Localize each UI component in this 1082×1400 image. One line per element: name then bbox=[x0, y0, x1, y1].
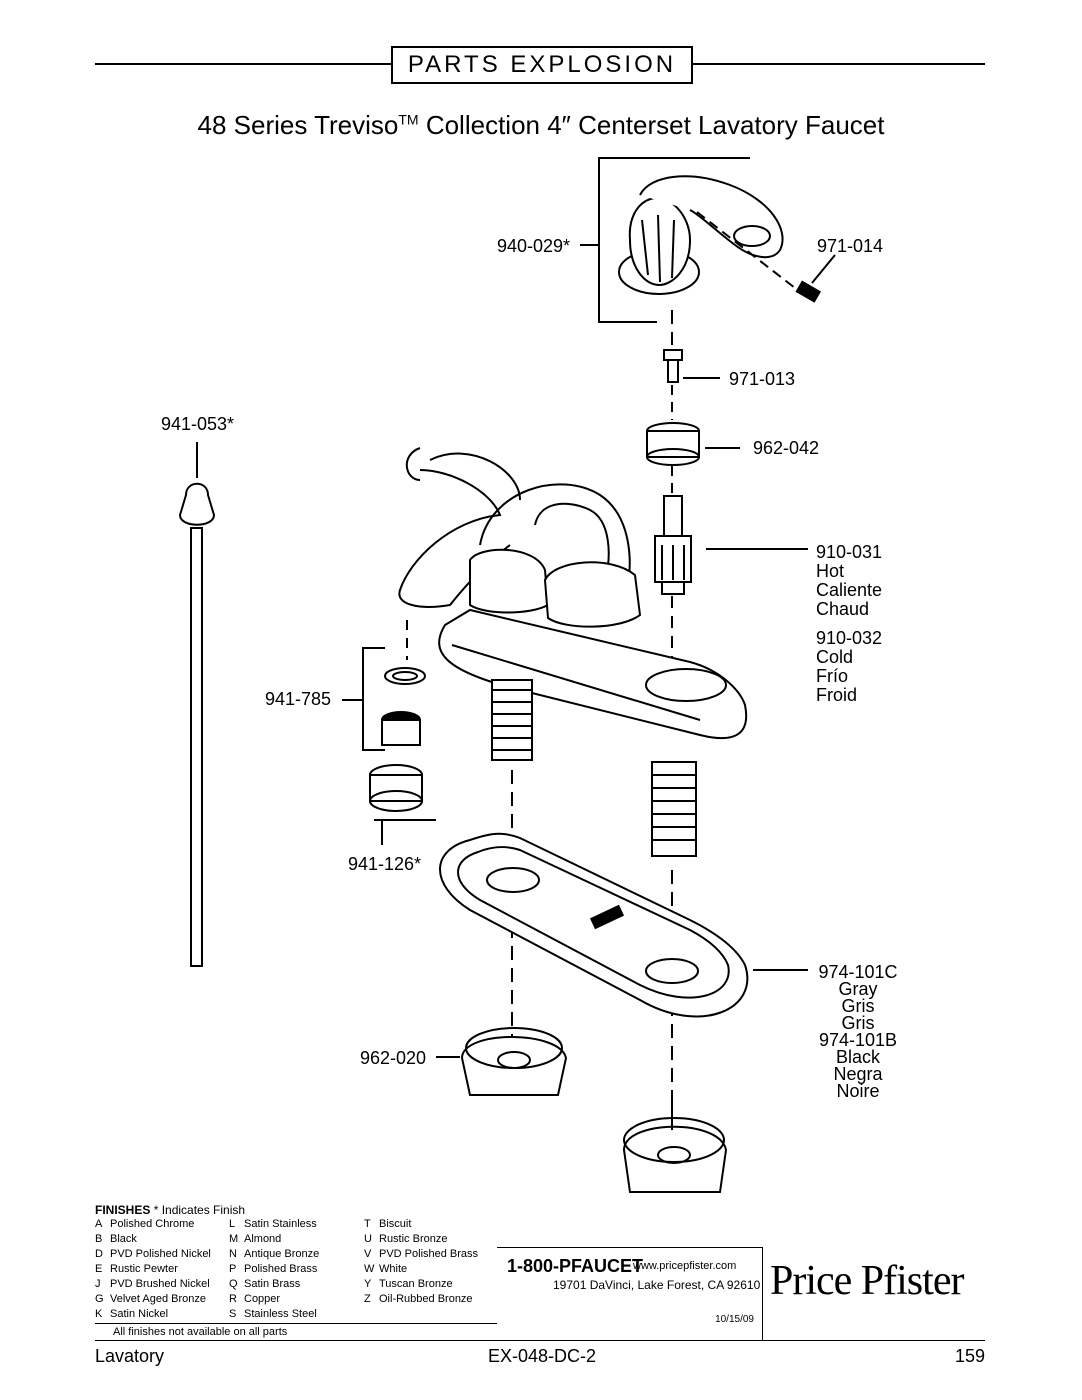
footer-page-number: 159 bbox=[955, 1346, 986, 1366]
setscrew-971-014-drawing bbox=[795, 254, 836, 303]
label-lift-rod: 941-053* bbox=[161, 414, 235, 434]
phone-number: 1-800-PFAUCET bbox=[507, 1256, 644, 1276]
label-aerator: 941-785 bbox=[265, 689, 332, 709]
label-screw: 971-013 bbox=[729, 369, 796, 389]
finishes-divider bbox=[95, 1323, 497, 1324]
page-title: 48 Series TrevisoTM Collection 4″ Center… bbox=[197, 110, 885, 140]
address: 19701 DaVinci, Lake Forest, CA 92610 bbox=[553, 1278, 761, 1292]
header-rule-left bbox=[95, 63, 391, 65]
nut-962-042-drawing bbox=[646, 422, 740, 466]
label-locknut: 962-020 bbox=[360, 1048, 427, 1068]
gasket-974-101-drawing bbox=[439, 832, 808, 1018]
header-rule-right bbox=[693, 63, 985, 65]
brand-logo: Price Pfister bbox=[770, 1258, 964, 1304]
faucet-body-drawing bbox=[398, 447, 748, 857]
label-cartridge-hot: 910-031 Hot Caliente Chaud bbox=[816, 542, 883, 619]
parts-explosion-banner: PARTS EXPLOSION bbox=[391, 46, 693, 84]
cartridge-910-031-drawing bbox=[654, 495, 808, 595]
label-aerator-housing: 941-126* bbox=[348, 854, 422, 874]
label-setscrew: 971-014 bbox=[817, 236, 884, 256]
locknut-962-020-drawing bbox=[436, 1027, 568, 1096]
handle-bracket bbox=[580, 157, 750, 323]
revision-date: 10/15/09 bbox=[715, 1314, 754, 1325]
aerator-drawing bbox=[369, 667, 426, 812]
label-gasket: 974-101C Gray Gris Gris 974-101B Black N… bbox=[818, 962, 898, 1101]
footer-rule bbox=[95, 1340, 985, 1341]
website-link[interactable]: www.pricepfister.com bbox=[633, 1260, 737, 1272]
screw-971-013-drawing bbox=[663, 349, 720, 383]
footer-doc-code: EX-048-DC-2 bbox=[488, 1346, 597, 1366]
aerator-bracket bbox=[342, 647, 436, 845]
finishes-availability-note: All finishes not available on all parts bbox=[113, 1326, 288, 1338]
lift-rod-941-053-drawing bbox=[178, 442, 216, 967]
footer-category: Lavatory bbox=[95, 1346, 165, 1366]
contact-box: 1-800-PFAUCET www.pricepfister.com 19701… bbox=[497, 1247, 763, 1340]
label-nut: 962-042 bbox=[753, 438, 820, 458]
locknut-2-drawing bbox=[622, 1117, 728, 1193]
finishes-title: FINISHES * Indicates Finish bbox=[95, 1203, 246, 1217]
label-handle: 940-029* bbox=[497, 236, 571, 256]
handle-940-029-drawing bbox=[618, 175, 796, 295]
label-cartridge-cold: 910-032 Cold Frío Froid bbox=[816, 628, 883, 705]
